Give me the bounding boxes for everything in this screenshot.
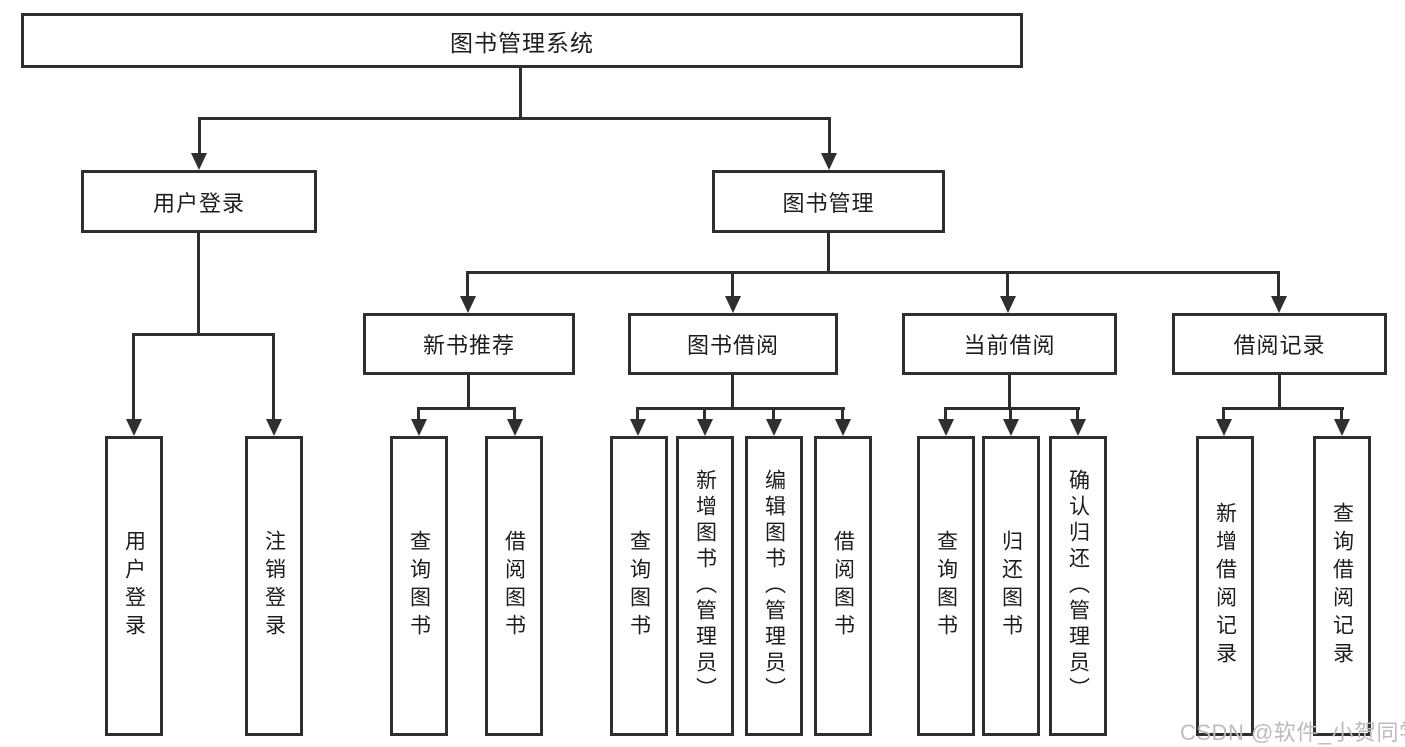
connector-line — [1277, 271, 1280, 296]
arrowhead-icon — [126, 419, 142, 436]
connector-line — [417, 407, 420, 421]
leaf-query-borrow-record: 查询借阅记录 — [1313, 436, 1371, 736]
arrowhead-icon — [938, 419, 954, 436]
leaf-borrow-books: 借阅图书 — [814, 436, 872, 736]
arrowhead-icon — [266, 419, 282, 436]
arrowhead-icon — [1000, 296, 1016, 313]
connector-line — [731, 373, 734, 410]
arrowhead-icon — [1271, 296, 1287, 313]
connector-line — [944, 407, 1080, 410]
connector-line — [466, 271, 469, 296]
connector-line — [467, 373, 470, 410]
arrowhead-icon — [507, 419, 523, 436]
arrowhead-icon — [1334, 419, 1350, 436]
connector-line — [198, 117, 201, 153]
arrowhead-icon — [1003, 419, 1019, 436]
connector-line — [636, 407, 639, 421]
connector-line — [1006, 271, 1009, 296]
leaf-add-borrow-record: 新增借阅记录 — [1196, 436, 1254, 736]
node-book-management: 图书管理 — [712, 170, 945, 233]
arrowhead-icon — [725, 296, 741, 313]
arrowhead-icon — [460, 296, 476, 313]
connector-line — [828, 117, 831, 153]
node-borrow-records: 借阅记录 — [1172, 313, 1387, 375]
arrowhead-icon — [1216, 419, 1232, 436]
connector-line — [513, 407, 516, 421]
connector-line — [731, 271, 734, 296]
leaf-edit-book-admin: 编辑图书（管理员） — [745, 436, 803, 736]
connector-line — [1008, 373, 1011, 410]
leaf-query-books-recommend: 查询图书 — [390, 436, 448, 736]
connector-line — [519, 66, 522, 119]
arrowhead-icon — [766, 419, 782, 436]
connector-line — [1340, 407, 1343, 421]
connector-line — [703, 407, 706, 421]
leaf-borrow-books-recommend: 借阅图书 — [485, 436, 543, 736]
leaf-add-book-admin: 新增图书（管理员） — [676, 436, 734, 736]
leaf-confirm-return-admin: 确认归还（管理员） — [1049, 436, 1107, 736]
connector-line — [466, 271, 1280, 274]
connector-line — [417, 407, 516, 410]
arrowhead-icon — [821, 153, 837, 170]
leaf-logout: 注销登录 — [245, 436, 303, 736]
connector-line — [1278, 373, 1281, 410]
arrowhead-icon — [1070, 419, 1086, 436]
connector-line — [772, 407, 775, 421]
leaf-query-books-borrow: 查询图书 — [610, 436, 668, 736]
arrowhead-icon — [697, 419, 713, 436]
node-user-login: 用户登录 — [81, 170, 317, 233]
connector-line — [944, 407, 947, 421]
leaf-user-login: 用户登录 — [105, 436, 163, 736]
csdn-watermark: CSDN @软件_小贺同学 — [1180, 720, 1405, 745]
node-new-book-recommend: 新书推荐 — [363, 313, 575, 375]
connector-line — [132, 333, 135, 419]
arrowhead-icon — [191, 153, 207, 170]
connector-line — [841, 407, 844, 421]
connector-line — [636, 407, 845, 410]
arrowhead-icon — [630, 419, 646, 436]
node-library-system: 图书管理系统 — [21, 13, 1023, 68]
node-book-borrow: 图书借阅 — [628, 313, 838, 375]
connector-line — [827, 231, 830, 274]
connector-line — [198, 117, 831, 120]
node-current-borrow: 当前借阅 — [902, 313, 1117, 375]
connector-line — [1009, 407, 1012, 421]
leaf-return-books: 归还图书 — [982, 436, 1040, 736]
connector-line — [1222, 407, 1225, 421]
arrowhead-icon — [835, 419, 851, 436]
connector-line — [132, 333, 275, 336]
connector-line — [197, 231, 200, 336]
connector-line — [1222, 407, 1344, 410]
connector-line — [1076, 407, 1079, 421]
connector-line — [272, 333, 275, 419]
arrowhead-icon — [411, 419, 427, 436]
leaf-query-books-current: 查询图书 — [917, 436, 975, 736]
